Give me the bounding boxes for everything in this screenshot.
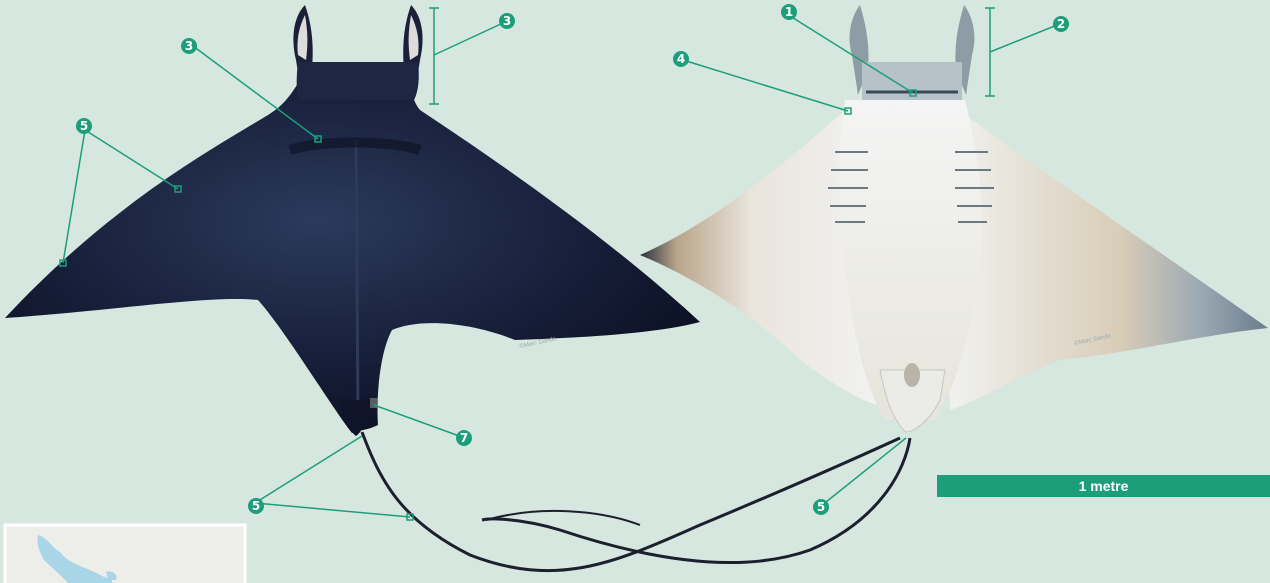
svg-text:5: 5 xyxy=(252,499,260,513)
svg-text:3: 3 xyxy=(503,14,511,28)
svg-text:5: 5 xyxy=(80,119,88,133)
svg-text:2: 2 xyxy=(1057,17,1065,31)
svg-text:1: 1 xyxy=(785,5,793,19)
callout-marker-2-cephalic: 2 xyxy=(1053,16,1069,32)
svg-text:7: 7 xyxy=(460,431,468,445)
scale-bar: 1 metre xyxy=(937,475,1270,497)
svg-text:3: 3 xyxy=(185,39,193,53)
callout-marker-3-shoulder: 3 xyxy=(181,38,197,54)
svg-text:5: 5 xyxy=(817,500,825,514)
callout-marker-5-tail-dorsal: 5 xyxy=(248,498,264,514)
callout-marker-5-wing: 5 xyxy=(76,118,92,134)
scale-bar-label: 1 metre xyxy=(1079,478,1129,494)
distribution-map-inset xyxy=(5,525,245,583)
callout-marker-5-tail-ventral: 5 xyxy=(813,499,829,515)
svg-text:4: 4 xyxy=(677,52,685,66)
callout-marker-3-head-length: 3 xyxy=(499,13,515,29)
callout-marker-4-gill: 4 xyxy=(673,51,689,67)
callout-marker-7: 7 xyxy=(456,430,472,446)
callout-marker-1-mouth: 1 xyxy=(781,4,797,20)
